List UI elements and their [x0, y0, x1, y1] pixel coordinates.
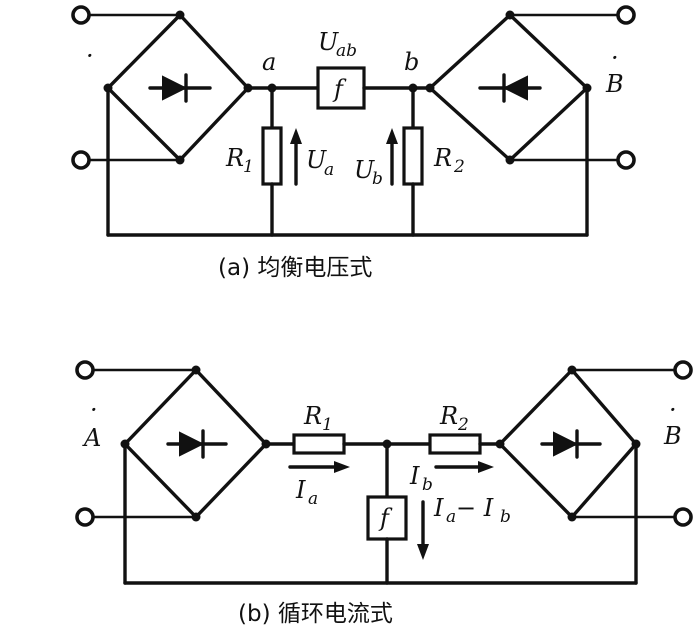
- svg-text:I: I: [295, 476, 306, 504]
- node-b-label: b: [404, 48, 419, 76]
- terminal-b-bottom: [616, 150, 636, 170]
- terminal-a-label: A: [82, 424, 101, 452]
- svg-text:R: R: [225, 144, 244, 172]
- resistor-r1: [261, 126, 283, 186]
- voltage-ua-label: U a: [306, 146, 334, 180]
- voltage-uab-label: U ab: [318, 28, 357, 61]
- diode-icon: [166, 429, 228, 459]
- caption-a: (a) 均衡电压式: [218, 255, 372, 281]
- r1-label: R 1: [303, 402, 333, 435]
- caption-b: (b) 循环电流式: [238, 601, 393, 627]
- svg-text:R: R: [439, 402, 458, 430]
- terminal-b-top: [673, 360, 693, 380]
- arrow-right-icon: [434, 461, 494, 473]
- svg-text:2: 2: [453, 157, 465, 177]
- svg-text:b: b: [500, 507, 511, 527]
- terminal-b-dot: ·: [611, 44, 619, 72]
- current-ia-label: I a: [295, 476, 318, 509]
- terminal-a-top: [75, 360, 95, 380]
- arrow-down-icon: [417, 500, 429, 560]
- svg-text:U: U: [318, 28, 339, 56]
- svg-text:1: 1: [322, 415, 333, 435]
- left-bridge-a: [90, 10, 253, 237]
- svg-text:a: a: [446, 507, 456, 527]
- terminal-b-label: B: [663, 422, 682, 450]
- svg-text:a: a: [324, 160, 334, 180]
- right-bridge-a: [425, 10, 618, 237]
- terminal-a-dot: ·: [86, 42, 94, 70]
- terminal-a-bottom: [71, 150, 91, 170]
- left-bridge-b: [90, 365, 271, 585]
- svg-text:ab: ab: [336, 41, 357, 61]
- diagram-b-circulating-current: · A R 1 I a f I a: [75, 360, 693, 627]
- terminal-b-bottom: [673, 507, 693, 527]
- resistor-r1: [292, 433, 346, 455]
- resistor-r2: [402, 126, 424, 186]
- svg-text:R: R: [303, 402, 322, 430]
- terminal-a-bottom: [75, 507, 95, 527]
- right-bridge-b: [495, 365, 675, 585]
- arrow-up-icon: [386, 128, 398, 186]
- svg-text:1: 1: [243, 157, 254, 177]
- arrow-right-icon: [288, 461, 350, 473]
- r2-label: R 2: [433, 144, 465, 177]
- diagram-a-balanced-voltage: · f a b U ab R 1 U a: [71, 5, 636, 281]
- svg-text:U: U: [306, 146, 327, 174]
- r1-label: R 1: [225, 144, 254, 177]
- diode-icon: [540, 429, 602, 459]
- voltage-ub-label: U b: [354, 156, 383, 189]
- arrow-up-icon: [290, 128, 302, 186]
- svg-text:b: b: [372, 169, 383, 189]
- svg-text:b: b: [422, 475, 433, 495]
- svg-text:2: 2: [457, 415, 469, 435]
- terminal-a-dot: ·: [90, 396, 98, 424]
- svg-text:a: a: [308, 489, 318, 509]
- terminal-b-top: [616, 5, 636, 25]
- current-ib-label: I b: [409, 462, 433, 495]
- svg-text:R: R: [433, 144, 452, 172]
- r2-label: R 2: [439, 402, 469, 435]
- resistor-r2: [428, 433, 482, 455]
- node-a-label: a: [262, 48, 276, 76]
- terminal-b-dot: ·: [669, 396, 677, 424]
- svg-text:U: U: [354, 156, 375, 184]
- svg-text:I: I: [433, 494, 444, 522]
- diode-icon: [148, 73, 212, 103]
- diode-icon: [478, 73, 542, 103]
- current-diff-label: I a − I b: [433, 494, 511, 527]
- terminal-a-top: [71, 5, 91, 25]
- svg-text:− I: − I: [456, 494, 494, 522]
- svg-text:I: I: [409, 462, 420, 490]
- terminal-b-label: B: [605, 70, 624, 98]
- relay-box-f: [366, 495, 408, 541]
